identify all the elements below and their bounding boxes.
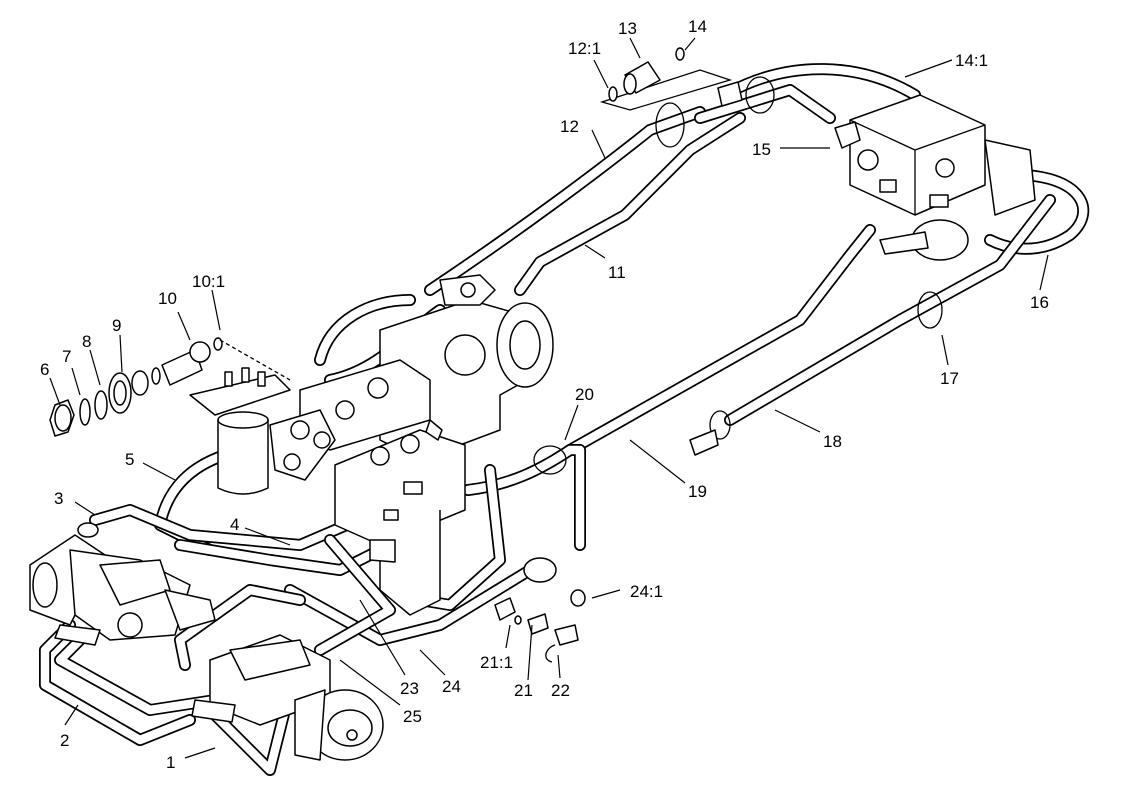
callout-3: 3: [54, 489, 63, 508]
bottom-motor-assembly: [191, 634, 384, 761]
exploded-fittings-bottom: [494, 557, 586, 663]
callout-23: 23: [400, 679, 419, 698]
callout-17: 17: [940, 369, 959, 388]
exploded-fittings-top: [599, 47, 743, 111]
callout-7: 7: [62, 347, 71, 366]
pipe-clamps: [533, 76, 943, 475]
callout-18: 18: [823, 432, 842, 451]
callout-labels: 1 2 3 4 5 6 7 8 9 10 10:1 11 12 12:1 13 …: [40, 17, 1049, 772]
callout-14-1: 14: [688, 17, 707, 36]
callout-8: 8: [82, 332, 91, 351]
callout-24-1: 24:1: [630, 582, 663, 601]
leader-lines: [49, 37, 1049, 759]
callout-25: 25: [403, 707, 422, 726]
callout-1: 1: [166, 753, 175, 772]
filter-assembly: [189, 367, 336, 495]
callout-20: 20: [575, 385, 594, 404]
valve-block-lower: [334, 419, 466, 616]
exploded-fittings-left: [49, 337, 291, 437]
callout-24: 24: [442, 677, 461, 696]
callout-13: 13: [618, 19, 637, 38]
callout-14: 14:1: [955, 51, 988, 70]
callout-9: 9: [112, 316, 121, 335]
callout-12: 12: [560, 117, 579, 136]
callout-12-1: 12:1: [568, 39, 601, 58]
callout-21-1: 21:1: [480, 653, 513, 672]
callout-10-1: 10:1: [192, 272, 225, 291]
callout-2: 2: [60, 731, 69, 750]
callout-15: 15: [752, 140, 771, 159]
callout-16: 16: [1030, 293, 1049, 312]
callout-5: 5: [125, 450, 134, 469]
valve-block-right: [834, 94, 1036, 261]
callout-6: 6: [40, 360, 49, 379]
callout-11: 11: [608, 263, 626, 282]
callout-22: 22: [551, 681, 570, 700]
callout-21: 21: [514, 681, 533, 700]
callout-4: 4: [230, 515, 239, 534]
center-pump-assembly: [299, 274, 554, 461]
callout-19: 19: [688, 482, 707, 501]
callout-10: 10: [158, 289, 177, 308]
left-motor-assembly: [29, 522, 216, 646]
